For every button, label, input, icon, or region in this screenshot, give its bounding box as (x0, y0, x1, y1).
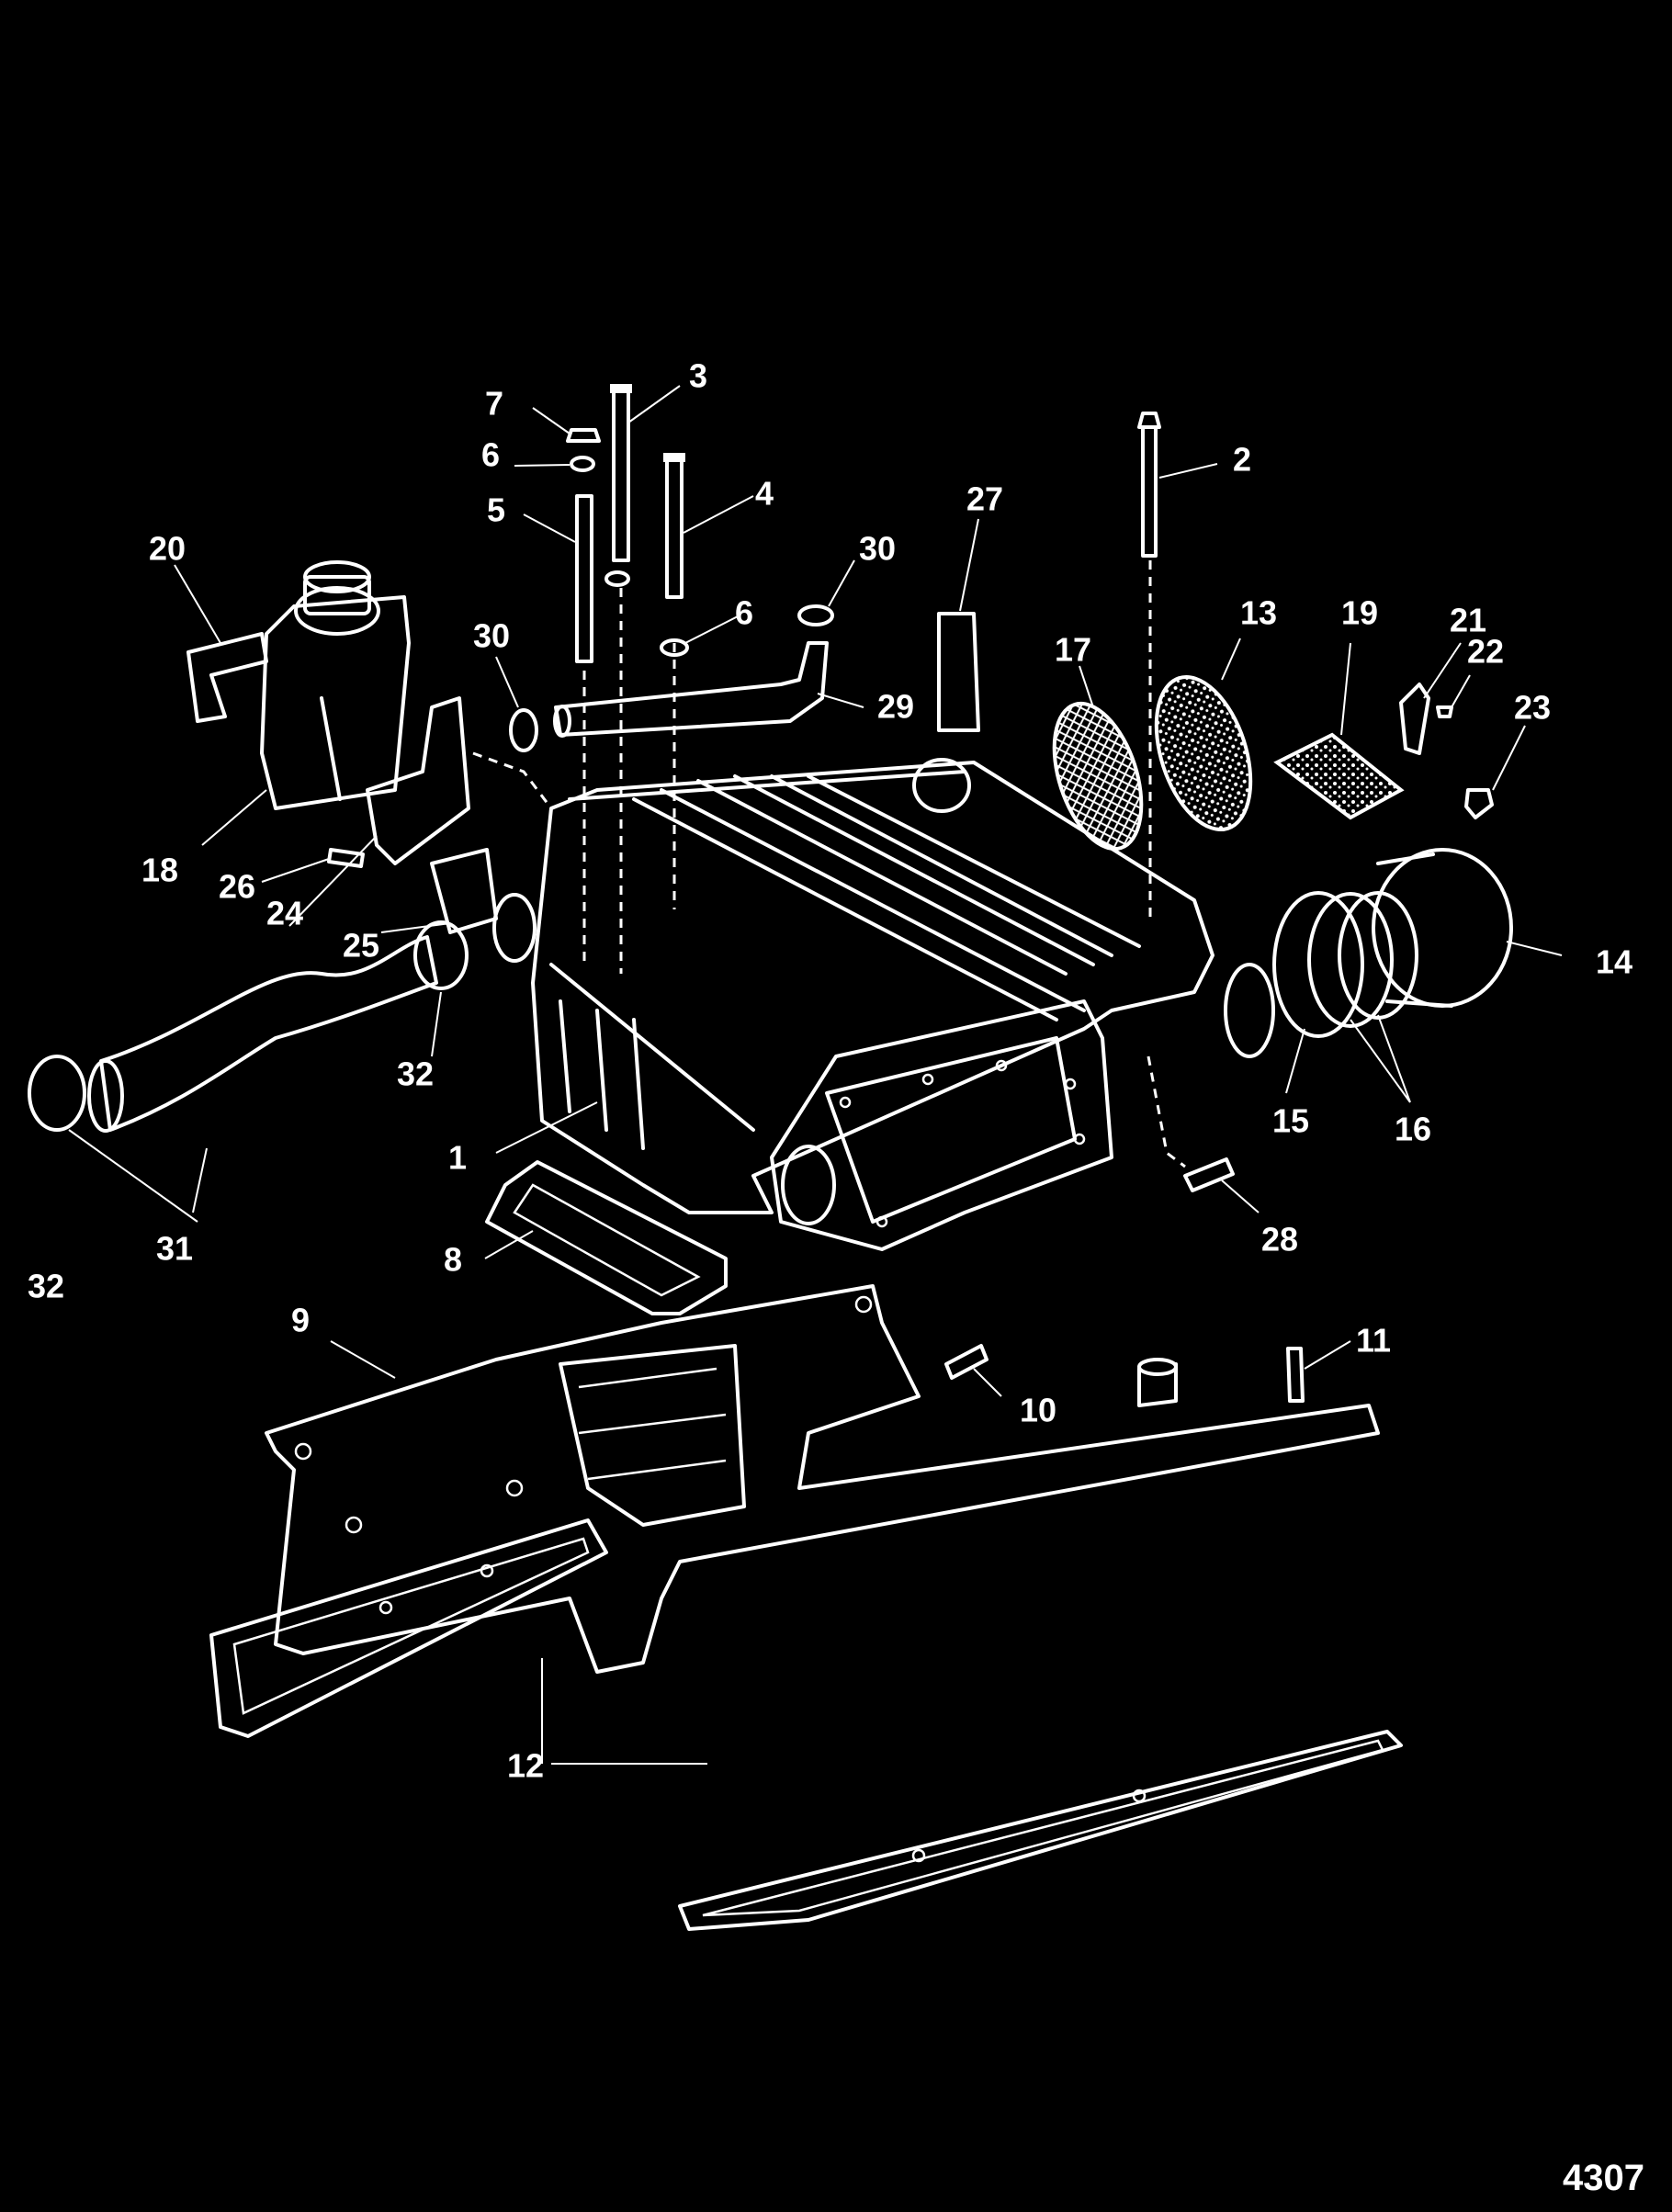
bracket-27 (937, 612, 980, 732)
callout-6b: 6 (735, 594, 753, 632)
gasket-12-left (209, 1518, 608, 1738)
air-housing-14 (1372, 848, 1513, 1008)
callout-12: 12 (507, 1747, 544, 1785)
bracket-20 (186, 632, 268, 723)
bracket-24 (366, 696, 470, 865)
callout-10: 10 (1020, 1392, 1056, 1429)
bolt-4 (663, 453, 685, 599)
callout-8: 8 (444, 1241, 462, 1279)
callout-24: 24 (266, 895, 303, 932)
callout-14: 14 (1596, 943, 1632, 981)
reservoir-18 (260, 560, 411, 810)
callout-5: 5 (487, 491, 505, 529)
callout-30-right: 30 (859, 530, 896, 568)
foam-filter-13 (1154, 674, 1253, 832)
callout-15: 15 (1272, 1102, 1309, 1140)
callout-21: 21 (1450, 602, 1486, 639)
mesh-screen-17 (1052, 701, 1144, 852)
bolt-3 (610, 384, 632, 562)
callout-30-left: 30 (473, 617, 510, 655)
callout-labels: 3 7 6 5 4 6 2 27 30 29 30 17 13 19 21 22… (28, 357, 1632, 1785)
long-bolt-2 (1137, 412, 1161, 919)
callout-27: 27 (966, 480, 1003, 518)
callout-20: 20 (149, 530, 186, 568)
ring-15 (1272, 891, 1364, 1038)
callout-6a: 6 (481, 436, 500, 474)
gasket-8 (485, 1160, 728, 1315)
washer-6-lower (660, 638, 689, 657)
clamp-32-right (413, 920, 469, 990)
callout-7: 7 (485, 385, 503, 423)
washer-6-upper (570, 456, 595, 472)
callout-1: 1 (448, 1139, 467, 1177)
bolt-10 (944, 1344, 989, 1380)
valve-23 (1464, 788, 1494, 819)
callout-31: 31 (156, 1230, 193, 1268)
stud-5 (575, 494, 593, 663)
callout-26: 26 (219, 868, 255, 906)
callout-32-left: 32 (28, 1268, 64, 1305)
gasket-12-right (678, 1730, 1403, 1931)
callout-2: 2 (1233, 441, 1251, 479)
clamp-32-left (28, 1055, 86, 1132)
bolt-11 (1286, 1347, 1305, 1403)
intake-manifold-9 (265, 1284, 1380, 1674)
callout-9: 9 (291, 1302, 310, 1339)
hose-29 (553, 641, 829, 738)
callout-25: 25 (343, 927, 379, 965)
clamp-16-a (1307, 892, 1394, 1028)
callout-11: 11 (1356, 1322, 1391, 1360)
callout-19: 19 (1341, 594, 1378, 632)
filter-pad-19 (1273, 732, 1405, 820)
callout-29: 29 (877, 688, 914, 726)
hose-31 (87, 935, 438, 1133)
callout-4: 4 (755, 475, 774, 513)
callout-23: 23 (1514, 689, 1551, 727)
callout-3: 3 (689, 357, 707, 395)
callout-16: 16 (1395, 1111, 1431, 1148)
clamp-16-b (1338, 891, 1418, 1020)
callout-13: 13 (1240, 594, 1277, 632)
dash-line-28 (1147, 1055, 1186, 1168)
intercooler-block (492, 758, 1275, 1251)
figure-number: 4307 (1563, 2158, 1644, 2198)
bracket-25 (430, 848, 498, 934)
screw-26 (327, 848, 365, 868)
callout-32-right: 32 (397, 1055, 434, 1093)
callout-28: 28 (1261, 1221, 1298, 1258)
clamp-30-left (509, 708, 538, 752)
screw-22 (1436, 705, 1453, 718)
leader-lines (68, 385, 1563, 1765)
callout-22: 22 (1467, 633, 1504, 671)
washer-6-mid (604, 570, 630, 587)
clamp-30-right (797, 604, 834, 626)
callout-18: 18 (141, 852, 178, 889)
nut-7 (566, 428, 601, 443)
fitting-21 (1399, 683, 1430, 755)
bolt-28 (1183, 1157, 1235, 1192)
callout-17: 17 (1055, 631, 1091, 669)
dash-line-25 (472, 751, 553, 809)
